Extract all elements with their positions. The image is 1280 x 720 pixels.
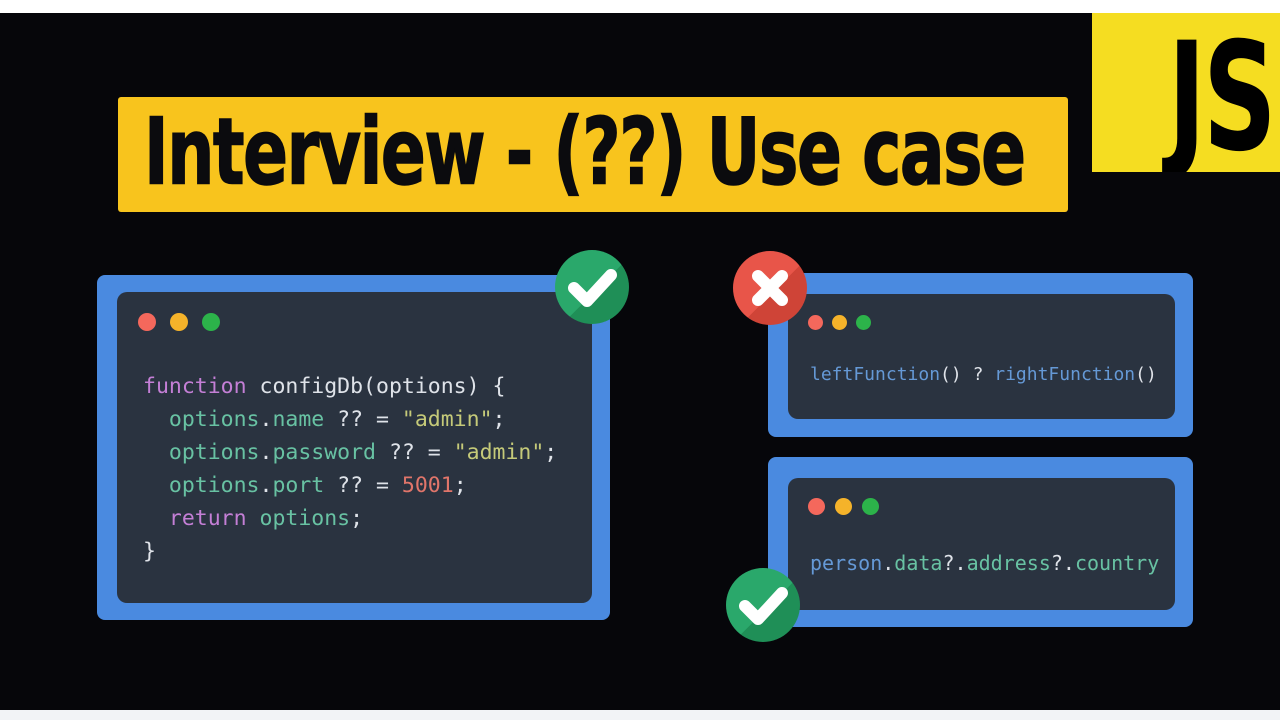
code-token: ;: [492, 407, 506, 432]
code-token: ?.: [1050, 551, 1075, 575]
code-token: [143, 407, 169, 432]
code-token: (): [940, 364, 973, 385]
code-token: ;: [544, 440, 558, 465]
code-token: options: [168, 440, 260, 465]
code-token: address: [966, 551, 1051, 575]
code-token: port: [272, 473, 325, 498]
code-token: data: [894, 551, 943, 575]
cross-glyph: [752, 270, 788, 306]
success-check-icon: [726, 568, 800, 642]
error-cross-icon: [733, 251, 807, 325]
code-token: ?: [972, 364, 995, 385]
traffic-light-green-icon: [202, 313, 220, 331]
title-banner: Interview - (??) Use case: [118, 97, 1068, 212]
window-traffic-lights: [808, 498, 879, 515]
code-token: ?? =: [376, 440, 454, 465]
code-token: "admin": [453, 440, 545, 465]
code-line: return options;: [143, 502, 557, 535]
page-title: Interview - (??) Use case: [143, 97, 1026, 206]
code-token: (): [1135, 364, 1157, 385]
code-token: return: [168, 506, 260, 531]
code-line: options.port ?? = 5001;: [143, 469, 557, 502]
code-window-ternary-body: leftFunction() ? rightFunction(): [788, 294, 1175, 419]
success-check-icon: [555, 250, 629, 324]
javascript-logo-label: JS: [1168, 13, 1277, 172]
code-token: password: [272, 440, 377, 465]
traffic-light-red-icon: [138, 313, 156, 331]
code-window-optional-chaining-body: person.data?.address?.country: [788, 478, 1175, 610]
code-token: [143, 506, 169, 531]
traffic-light-amber-icon: [832, 315, 847, 330]
traffic-light-red-icon: [808, 498, 825, 515]
code-line: person.data?.address?.country: [810, 549, 1159, 577]
code-token: "admin": [401, 407, 493, 432]
javascript-logo: JS: [1092, 13, 1280, 172]
checkmark-glyph: [568, 269, 617, 307]
code-token: ?? =: [324, 407, 402, 432]
code-token: options: [259, 506, 351, 531]
code-token: [143, 440, 169, 465]
window-traffic-lights: [138, 313, 220, 331]
window-traffic-lights: [808, 315, 871, 330]
code-token: ;: [453, 473, 467, 498]
code-block-config-db: function configDb(options) { options.nam…: [143, 370, 557, 568]
code-line: }: [143, 535, 557, 568]
code-line: options.password ?? = "admin";: [143, 436, 557, 469]
code-token: leftFunction: [810, 364, 941, 385]
code-token: person: [810, 551, 883, 575]
code-token: options: [168, 407, 260, 432]
code-token: .: [259, 407, 273, 432]
checkmark-glyph: [739, 587, 788, 625]
code-token: function: [143, 374, 260, 399]
code-window-config-db: function configDb(options) { options.nam…: [97, 275, 610, 620]
top-white-strip: [0, 0, 1280, 13]
code-line: options.name ?? = "admin";: [143, 403, 557, 436]
code-token: rightFunction: [994, 364, 1136, 385]
code-token: .: [882, 551, 895, 575]
bottom-white-strip: [0, 710, 1280, 720]
code-block-ternary: leftFunction() ? rightFunction(): [810, 361, 1157, 389]
code-token: ;: [350, 506, 364, 531]
code-token: name: [272, 407, 325, 432]
code-token: configDb(options) {: [259, 374, 506, 399]
traffic-light-green-icon: [856, 315, 871, 330]
traffic-light-red-icon: [808, 315, 823, 330]
code-token: 5001: [401, 473, 454, 498]
code-block-optional-chaining: person.data?.address?.country: [810, 549, 1159, 577]
code-token: country: [1074, 551, 1160, 575]
code-token: }: [143, 539, 156, 564]
code-token: .: [259, 473, 273, 498]
code-token: ?? =: [324, 473, 402, 498]
code-token: ?.: [942, 551, 967, 575]
traffic-light-amber-icon: [170, 313, 188, 331]
code-token: [143, 473, 169, 498]
code-window-ternary: leftFunction() ? rightFunction(): [768, 273, 1193, 437]
code-line: function configDb(options) {: [143, 370, 557, 403]
code-token: options: [168, 473, 260, 498]
code-line: leftFunction() ? rightFunction(): [810, 361, 1157, 389]
traffic-light-green-icon: [862, 498, 879, 515]
code-window-optional-chaining: person.data?.address?.country: [768, 457, 1193, 627]
code-window-config-db-body: function configDb(options) { options.nam…: [117, 292, 592, 603]
traffic-light-amber-icon: [835, 498, 852, 515]
code-token: .: [259, 440, 273, 465]
